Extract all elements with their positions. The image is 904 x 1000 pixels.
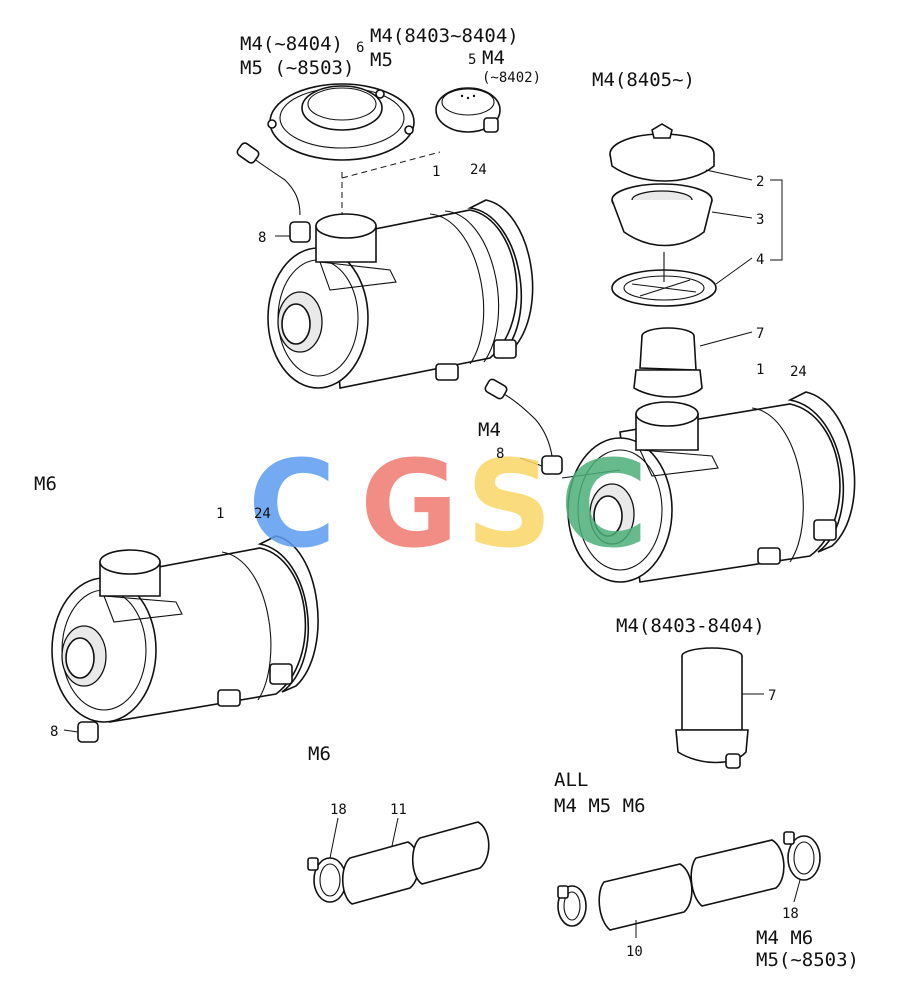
clamp-18-right-b [787,835,821,881]
label-num-18-right: 18 [782,906,799,922]
label-num-10: 10 [626,944,643,960]
label-num-1-left: 1 [216,506,224,522]
label-all: ALL [554,769,588,791]
label-m4-8405: M4(8405~) [592,69,695,91]
label-num-18-left: 18 [330,802,347,818]
label-num-8-top: 8 [258,230,266,246]
label-all-models: M4 M5 M6 [554,795,646,817]
label-m4-m6-bottom: M4 M6 [756,927,813,949]
label-num-8-left: 8 [50,724,58,740]
label-m6-left: M6 [34,473,57,495]
label-num-2: 2 [756,174,764,190]
label-num-7-mid: 7 [756,326,764,342]
label-num-6: 6 [356,40,364,56]
label-num-5: 5 [468,52,476,68]
watermark: C G S C [248,436,648,575]
label-m5-8503-top: M5 (~8503) [240,57,354,79]
label-m5-8503-bottom: M5(~8503) [756,949,859,971]
label-num-4: 4 [756,252,764,268]
watermark-letter-c2: C [560,436,648,575]
sensor-8-top [289,221,311,243]
label-num-24-top: 24 [470,162,487,178]
label-m4-8403-8404-low: M4(8403-8404) [616,615,765,637]
air-cleaner-right-exploded [484,123,856,583]
air-cleaner-top-left [236,83,534,389]
air-cleaner-m6-left [51,535,319,743]
label-m4-8403-8404-top: M4(8403~8404) [370,25,519,47]
label-range-8402: (~8402) [482,70,541,86]
watermark-letter-g: G [360,436,459,575]
hose-11 [341,841,420,905]
hose-10 [598,863,693,931]
label-m4-top-right: M4 [482,47,505,69]
label-m6-hose: M6 [308,743,331,765]
watermark-letter-c1: C [248,436,336,575]
label-num-1-mid: 1 [756,362,764,378]
sensor-8-mid [541,455,563,475]
hose-all [557,831,821,938]
label-num-24-mid: 24 [790,364,807,380]
label-m4-8404: M4(~8404) [240,33,343,55]
watermark-letter-s: S [466,436,552,575]
label-m5-top: M5 [370,49,393,71]
hose-m6 [307,817,490,905]
labels: M4(~8404) M5 (~8503) 6 M4(8403~8404) M5 … [34,25,859,971]
label-num-3: 3 [756,212,764,228]
label-num-11: 11 [390,802,407,818]
sleeve-7-lower [675,647,764,769]
label-num-8-mid: 8 [496,446,504,462]
label-num-1-top: 1 [432,164,440,180]
label-num-24-left: 24 [254,506,271,522]
label-num-7-low: 7 [768,688,776,704]
sensor-8-left [77,721,99,743]
label-m4-mid: M4 [478,419,501,441]
